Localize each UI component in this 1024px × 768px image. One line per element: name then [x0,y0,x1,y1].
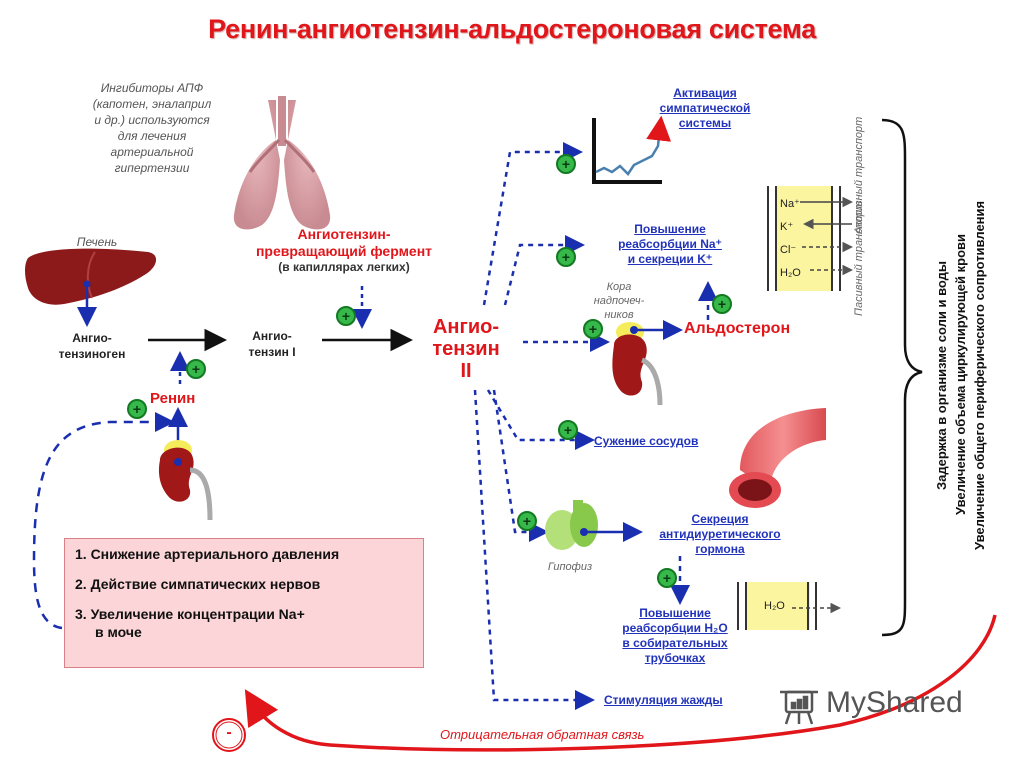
aldosterone-label: Альдостерон [684,320,791,337]
ace-label: Ангиотензин- превращающий фермент (в кап… [255,226,433,274]
negative-feedback-arrow [244,614,997,752]
physiological-outcomes: Задержка в организме соли и воды Увеличе… [932,140,989,610]
ace-inhibitors-note: Ингибиторы АПФ (капотен, эналаприл и др.… [92,81,212,175]
adrenal-cortex-label: Кора надпочеч- ников [593,281,645,321]
membrane-transport-illustration [767,186,853,291]
cause-item-continuation: в моче [95,624,142,640]
effect-water-reabsorption-link[interactable]: Повышение реабсорбции H₂O в собирательны… [622,606,728,665]
kidney-renin-illustration [158,440,213,521]
lungs-illustration [233,96,331,230]
ion-label: K⁺ [780,221,794,233]
outcome-item: Увеличение объема циркулирующей крови [953,234,968,516]
watermark-logo: MyShared [826,686,963,719]
pituitary-illustration [545,500,598,550]
ion-label: Na⁺ [780,198,800,210]
effect-thirst-stimulation-link[interactable]: Стимуляция жажды [604,693,723,707]
water-ion-label: H₂O [764,600,785,612]
outcome-item: Задержка в организме соли и воды [934,260,949,490]
renin-release-causes-box: 1. Снижение артериального давления 2. Де… [64,538,424,668]
renin-label: Ренин [150,390,196,407]
angiotensinogen-label: Ангио- тензиноген [58,331,126,361]
passive-transport-label: Пасивный транспорт [853,200,865,316]
ion-label: H₂O [780,267,801,279]
cause-item: 1. Снижение артериального давления [75,546,340,562]
transport-ions: Na⁺ K⁺ Cl⁻ H₂O [780,193,801,285]
liver-illustration [25,248,157,305]
effect-vasoconstriction-link[interactable]: Сужение сосудов [594,434,699,448]
liver-label: Печень [76,235,118,249]
effect-sympathetic-activation-link[interactable]: Активация симпатической системы [659,86,751,130]
effect-adh-secretion-link[interactable]: Секреция антидиуретического гормона [659,512,781,556]
sympathetic-graph-illustration [592,115,672,184]
ion-label: Cl⁻ [780,244,797,256]
cause-item: 3. Увеличение концентрации Na+ [75,606,305,622]
blood-vessel-illustration [729,408,826,508]
watermark-icon [780,690,818,725]
outcomes-brace [881,118,923,637]
angiotensin-2-label: Ангио- тензин II [432,316,500,382]
negative-feedback-label: Отрицательная обратная связь [440,727,645,742]
outcome-item: Увеличение общего периферического сопрот… [972,200,987,550]
kidney-adrenal-illustration [612,322,663,406]
cause-item: 2. Действие симпатических нервов [75,576,321,592]
effect-na-k-reabsorption-link[interactable]: Повышение реабсорбции Na⁺ и секреции K⁺ [618,222,722,266]
pituitary-label: Гипофиз [547,561,593,573]
negative-sign-icon: - [226,724,232,741]
angiotensin-1-label: Ангио- тензин I [248,329,296,359]
water-membrane-illustration [737,582,841,630]
diagram-title: Ренин-ангиотензин-альдостероновая систем… [208,14,816,44]
